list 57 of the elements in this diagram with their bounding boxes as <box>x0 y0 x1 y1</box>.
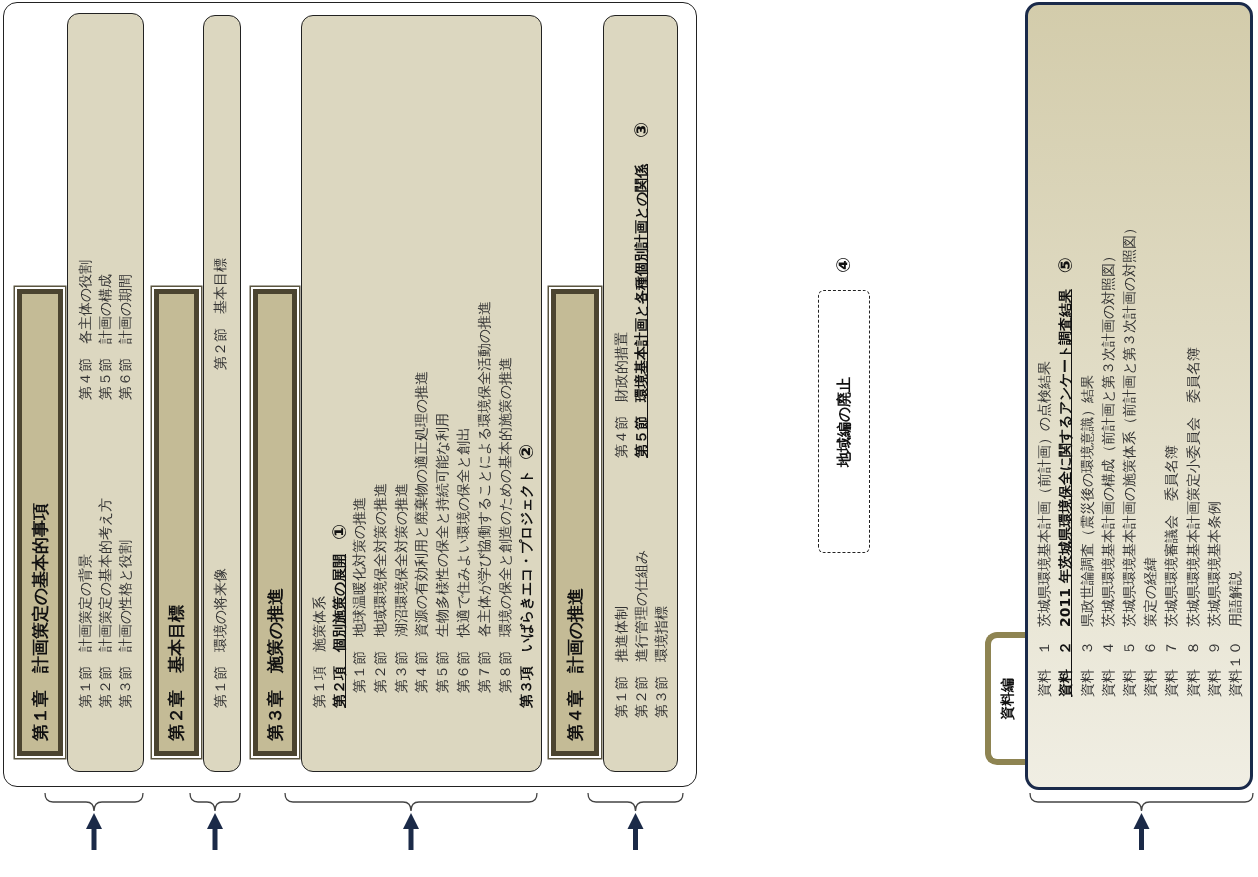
chapter-panel <box>203 15 241 772</box>
section-title: 第３節 環境指標 <box>652 606 670 718</box>
section-title: 第１節 地球温暖化対策の推進 <box>350 497 368 693</box>
section-title: 第２節 基本目標 <box>211 258 229 370</box>
circled-number: ⑤ <box>1055 257 1075 274</box>
dashed-box <box>818 290 870 553</box>
chapter-heading: 第４章 計画の推進 <box>563 588 586 741</box>
section-title: 第５節 計画の構成 <box>96 274 114 400</box>
section-title: 第２節 地域環境保全対策の推進 <box>370 483 389 693</box>
section-title: 第１節 環境の将来像 <box>211 568 229 708</box>
chapter-panel <box>603 15 678 772</box>
list-item: 資料 ５ 茨城県環境基本計画の施策体系（前計画と第３次計画の対照図） <box>1119 221 1138 697</box>
section-title: 第３節 計画の性格と役割 <box>116 540 134 708</box>
list-item: 資料 ４ 茨城県環境基本計画の構成（前計画と第３次計画の対照図） <box>1098 249 1117 697</box>
section-title: 第１項 施策体系 <box>310 596 328 708</box>
section-title: 第２節 計画策定の基本的考え方 <box>96 498 114 708</box>
circled-number: ② <box>516 443 536 460</box>
section-title: 第７節 各主体が学び協働することによる環境保全活動の推進 <box>474 301 493 693</box>
appendix-panel <box>1025 2 1253 790</box>
chapter-heading: 第２章 基本目標 <box>165 605 187 741</box>
chapter-header-bar <box>17 289 63 756</box>
section-title: 第２節 進行管理の仕組み <box>632 550 650 718</box>
chapter-header-bar <box>551 289 599 756</box>
chapter-panel <box>301 15 542 772</box>
circled-number: ④ <box>833 256 853 273</box>
section-title: 第６節 計画の期間 <box>116 274 134 400</box>
chapter-panel <box>67 13 144 772</box>
section-title: 第３項 いばらきエコ・プロジェクト <box>517 470 535 708</box>
list-item: 資料１０ 用語解説 <box>1225 571 1244 697</box>
section-title: 第３節 湖沼環境保全対策の推進 <box>391 483 410 693</box>
list-item: 資料 １ 茨城県環境基本計画（前計画）の点検結果 <box>1035 361 1053 697</box>
tab <box>985 632 1025 765</box>
list-item: 資料 ８ 茨城県環境基本計画策定小委員会 委員名簿 <box>1183 347 1202 697</box>
section-title: 第５節 生物多様性の保全と持続可能な利用 <box>433 413 452 693</box>
list-item: 資料 ６ 策定の経緯 <box>1141 557 1160 697</box>
circled-number: ① <box>329 523 349 540</box>
chapter-heading: 第３章 施策の推進 <box>263 588 286 741</box>
chapter-header-bar <box>253 289 297 756</box>
section-title: 第２項 個別施策の展開 <box>330 554 348 708</box>
chapter-heading: 第１章 計画策定の基本的事項 <box>28 503 51 741</box>
circled-number: ③ <box>631 121 651 138</box>
section-title: 第１節 計画策定の背景 <box>76 554 94 708</box>
section-title: 第４節 財政的措置 <box>612 332 630 458</box>
section-title: 第１節 推進体制 <box>612 606 630 718</box>
list-item: 資料 ９ 茨城県環境基本条例 <box>1204 501 1223 697</box>
outer-frame <box>3 2 697 787</box>
chapter-header-bar <box>154 289 199 756</box>
section-title: 第４節 資源の有効利用と廃棄物の適正処理の推進 <box>412 371 431 693</box>
section-title: 第４節 各主体の役割 <box>76 260 94 400</box>
box-label: 地域編の廃止 <box>834 376 854 467</box>
section-title: 第６節 快適で住みよい環境の保全と創出 <box>454 427 472 693</box>
list-item: 資料 ２ 2011 年茨城県環境保全に関するアンケート調査結果 <box>1056 289 1074 697</box>
section-title: 第５節 環境基本計画と各種個別計画との関係 <box>632 164 650 458</box>
section-title: 第８節 環境の保全と創造のための基本的施策の推進 <box>495 357 514 693</box>
list-item: 資料 ３ 県政世論調査（震災後の環境意識）結果 <box>1077 375 1096 697</box>
tab-label: 資料編 <box>999 677 1016 720</box>
list-item: 資料 ７ 茨城県環境審議会 委員名簿 <box>1162 445 1181 697</box>
